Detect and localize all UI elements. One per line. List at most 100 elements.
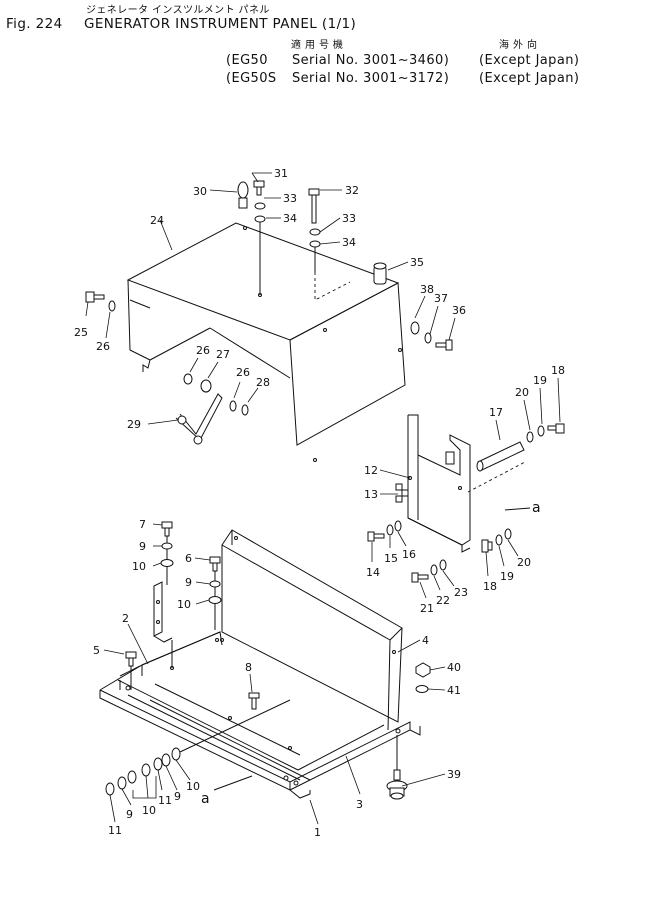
callout-7: 7 [139,518,146,531]
eye-bolt [237,181,249,209]
spacer-35 [373,262,387,285]
washer-10-low [127,770,137,784]
callout-10b: 10 [177,598,191,611]
bolt-5 [125,651,137,667]
callout-10c: 10 [142,804,156,817]
model-eg50s: (EG50S [226,71,277,86]
bolt-6 [209,556,221,572]
callout-27: 27 [216,348,230,361]
washer-9-mid [209,580,221,588]
washer-33-right [309,228,321,236]
nut-11-left [105,782,115,796]
callout-a-right: a [532,500,541,516]
callout-19a: 19 [533,374,547,387]
callout-26c: 26 [236,366,250,379]
front-panel [220,529,403,731]
callout-40: 40 [447,661,461,674]
callout-9d: 9 [174,790,181,803]
callout-29: 29 [127,418,141,431]
stay-rod [175,393,223,445]
callout-26a: 26 [96,340,110,353]
callout-30: 30 [193,185,207,198]
callout-41: 41 [447,684,461,697]
bolt-31 [253,180,265,196]
callout-34b: 34 [342,236,356,249]
title-japanese: ジェネレータ インスツルメント パネル [86,5,270,16]
callout-5: 5 [93,644,100,657]
bolt-36 [435,339,453,351]
callout-36: 36 [452,304,466,317]
callout-1: 1 [314,826,321,839]
washer-34-right [309,240,321,248]
washer-19-top [537,425,545,437]
callout-20a: 20 [515,386,529,399]
callout-23: 23 [454,586,468,599]
washer-10-low2 [141,763,151,777]
callout-6: 6 [185,552,192,565]
callout-9c: 9 [126,808,133,821]
washer-26-right [229,400,237,412]
side-bracket [395,414,471,553]
washer-33-top [254,202,266,210]
callout-2: 2 [122,612,129,625]
washer-41 [415,685,429,693]
washer-10-mid [208,596,222,604]
callout-12: 12 [364,464,378,477]
washer-10-low3 [171,747,181,761]
washer-20-top [526,431,534,443]
mount-39 [386,769,408,800]
callout-21: 21 [420,602,434,615]
callout-22: 22 [436,594,450,607]
leader-lines [85,172,561,825]
bolt-7 [161,521,173,537]
washer-9-low [117,776,127,790]
callout-9a: 9 [139,540,146,553]
washer-9-low2 [161,753,171,767]
callout-4: 4 [422,634,429,647]
washer-23 [439,559,447,571]
callout-10a: 10 [132,560,146,573]
callout-8: 8 [245,661,252,674]
washer-26-left [108,300,116,312]
inner-bracket [153,581,173,643]
washer-9-upper [161,542,173,550]
callout-31: 31 [274,167,288,180]
callout-14: 14 [366,566,380,579]
callout-11a: 11 [108,824,122,837]
callout-labels: 31 30 33 34 32 33 34 35 24 25 26 26 27 2… [74,167,565,839]
callout-18a: 18 [551,364,565,377]
serial-range-eg50: Serial No. 3001~3460) [292,53,450,68]
callout-19b: 19 [500,570,514,583]
bolt-18-bottom [481,539,493,553]
nut-40 [415,662,431,678]
washer-20-bottom [504,528,512,540]
callout-38: 38 [420,283,434,296]
callout-20b: 20 [517,556,531,569]
figure-label: Fig. 224 [6,16,63,32]
callout-11b: 11 [158,794,172,807]
callout-15: 15 [384,552,398,565]
washer-26-mid [183,373,193,385]
washer-27 [200,379,212,393]
washer-16 [394,520,402,532]
callout-16: 16 [402,548,416,561]
bolt-18-top [547,423,565,434]
serial-range-eg50s: Serial No. 3001~3172) [292,71,450,86]
bolt-25 [85,291,105,303]
washer-19-bottom [495,534,503,546]
callout-32: 32 [345,184,359,197]
figure-title: GENERATOR INSTRUMENT PANEL (1/1) [84,16,357,32]
serial-heading-japanese: 適 用 号 機 [291,40,344,51]
callout-13: 13 [364,488,378,501]
callout-28: 28 [256,376,270,389]
bolt-8 [248,692,260,710]
washer-37 [424,332,432,344]
base-frame [99,631,421,799]
callout-37: 37 [434,292,448,305]
callout-17: 17 [489,406,503,419]
bolt-21 [411,572,429,583]
washer-22 [430,564,438,576]
callout-10d: 10 [186,780,200,793]
callout-33b: 33 [342,212,356,225]
